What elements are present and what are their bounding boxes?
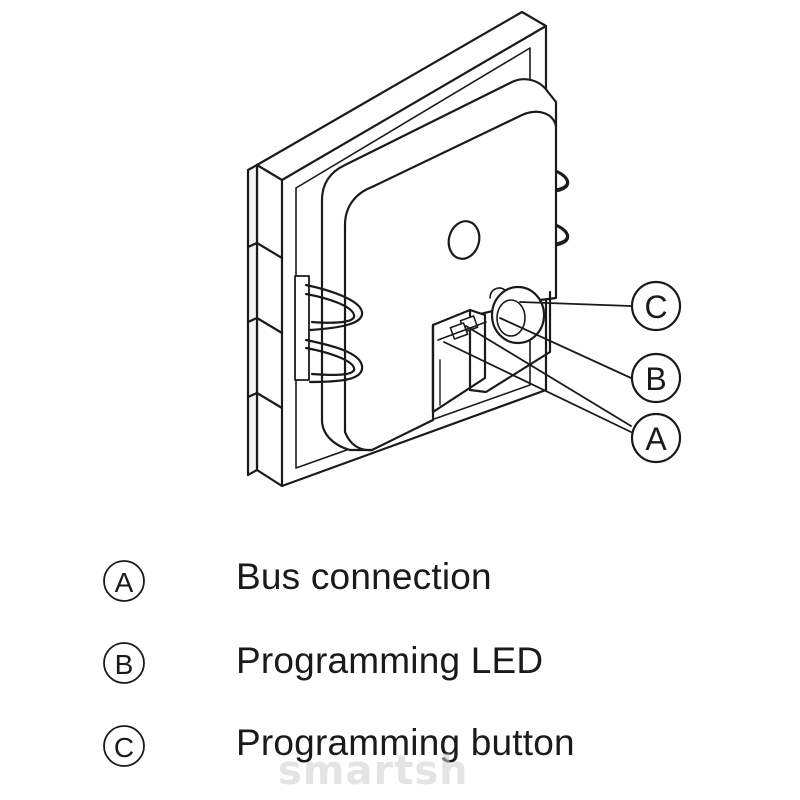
legend-badge-b: B (103, 642, 145, 684)
svg-text:B: B (115, 649, 134, 680)
device-illustration: C B A (246, 10, 682, 488)
module-body (320, 78, 558, 452)
legend-label: Programming LED (236, 640, 544, 681)
bus-terminal (437, 315, 487, 341)
svg-text:C: C (114, 732, 134, 763)
watermark-logo: smartsh (278, 748, 469, 794)
callout-letter-b: B (645, 361, 666, 397)
spring-clip-left (294, 275, 364, 384)
callout-letter-a: A (645, 421, 667, 457)
legend-item-programming-led: B Programming LED (0, 636, 800, 696)
mounting-hole (447, 220, 481, 260)
leader-lines (443, 301, 632, 433)
legend-item-programming-button: C Programming button (0, 718, 800, 778)
callout-badge-a: A (630, 412, 682, 464)
callout-badge-c: C (630, 280, 682, 332)
leader-a-lower (443, 341, 632, 433)
legend-item-bus-connection: A Bus connection (0, 552, 800, 612)
legend-label: Programming button (236, 722, 575, 763)
connector-recess (431, 290, 552, 414)
callout-badge-b: B (630, 352, 682, 404)
leader-a-upper (465, 325, 632, 427)
callout-letter-c: C (644, 289, 667, 325)
programming-housing (489, 285, 546, 345)
svg-text:A: A (115, 567, 134, 598)
leader-b (499, 317, 632, 379)
legend-badge-a: A (103, 560, 145, 602)
legend-badge-c: C (103, 725, 145, 767)
legend-label: Bus connection (236, 556, 492, 597)
leader-c (519, 301, 632, 307)
